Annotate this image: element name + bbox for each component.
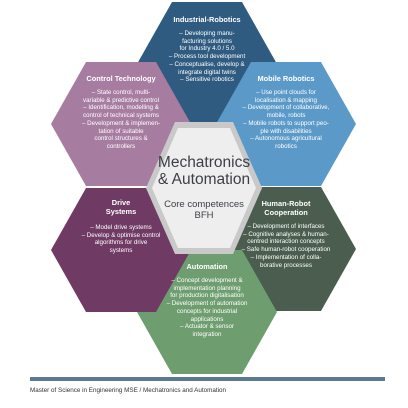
list-item: – State control, multi- [91,89,151,96]
center-title-line2: & Automation [157,171,251,188]
list-item: – Model drive systems [90,224,152,231]
industrial-robotics-title: Industrial-Robotics [173,15,241,24]
list-item: mobile, robots [266,112,306,120]
list-item: centred interaction concepts [247,238,325,246]
list-item: – Concept development & [171,277,243,284]
list-item: – Implementation of colla- [250,253,322,261]
list-item: variable & predictive control [82,96,159,104]
list-item: – Safe human-robot cooperation [241,246,331,254]
hex-center [152,128,256,248]
list-item: control of technical systems [83,112,159,120]
list-item: – Development & implemen- [81,119,161,127]
list-item: integration [192,330,222,338]
human-robot-title-line2: Cooperation [264,208,308,217]
list-item: – Identification, modelling & [83,104,159,112]
list-item: integrate digital twins [178,68,236,76]
list-item: borative processes [260,261,312,269]
automation-title: Automation [186,262,228,271]
human-robot-cooperation-title: Human-Robot Cooperation [229,199,343,217]
list-item: robotics [275,142,297,150]
automation-list: – Concept development & implementation p… [150,277,264,339]
list-item: concepts for industrial [176,307,238,315]
list-item: facturing solutions [182,37,232,45]
drive-systems-title: Drive Systems [64,198,178,216]
list-item: – Develop & optimise control [81,231,161,239]
list-item: applications [190,315,224,323]
control-technology-list: – State control, multi- variable & predi… [61,89,181,151]
center-title-line1: Mechatronics [157,154,251,171]
footer-bar [30,377,385,381]
center-subtitle-line1: Core competences [164,199,244,210]
list-item: – Cognitive analyses & human- [243,230,329,238]
center-subtitle-line2: BFH [194,210,214,221]
list-item: systems [109,247,133,255]
human-robot-cooperation-list: – Development of interfaces – Cognitive … [226,223,346,269]
list-item: for Industry 4.0 / 5.0 [179,45,235,53]
list-item: control structures & [94,135,148,143]
drive-title-line2: Systems [105,207,137,216]
list-item: algorithms for drive [94,239,148,247]
list-item: – Development of collaborative, [242,104,330,112]
list-item: for production digitalisation [170,292,244,300]
industrial-robotics-list: – Developing manu- facturing solutions f… [150,30,264,84]
list-item: implementation planning [173,284,241,292]
list-item: controllers [106,142,136,150]
human-robot-title-line1: Human-Robot [261,199,311,208]
list-item: – Actuator & sensor [180,323,234,331]
list-item: – Process tool development [168,53,246,61]
mobile-robotics-list: – Use point clouds for localisation & ma… [226,89,346,151]
list-item: tation of suitable [98,127,144,135]
hex-drive-systems [51,188,191,312]
list-item: – Developing manu- [179,30,235,37]
control-technology-title: Control Technology [86,74,156,83]
center-title: Mechatronics & Automation [148,154,260,188]
mobile-robotics-title: Mobile Robotics [257,74,315,83]
hex-mobile-robotics [216,62,356,186]
hex-control-technology [51,62,191,186]
drive-systems-list: – Model drive systems – Develop & optimi… [61,224,181,255]
list-item: – Mobile robots to support peo- [243,119,329,127]
list-item: – Development of automation [166,300,248,308]
list-item: ple with disabilities [260,127,312,135]
list-item: – Conceptualise, develop & [169,60,245,68]
list-item: – Sensitive robotics [180,76,234,84]
list-item: – Autonomous agricultural [250,135,322,143]
footer-caption: Master of Science in Engineering MSE / M… [30,387,227,394]
list-item: localisation & mapping [255,96,317,104]
list-item: – Use point clouds for [256,89,316,96]
center-subtitle: Core competences BFH [148,199,260,221]
list-item: – Development of interfaces [247,223,325,230]
drive-title-line1: Drive [111,198,131,207]
